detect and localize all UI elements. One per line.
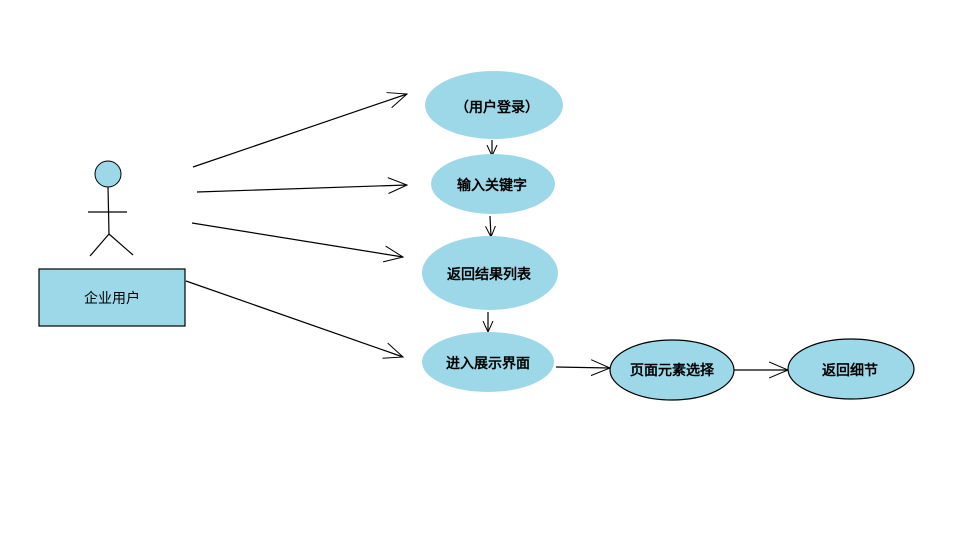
- actor-label: 企业用户: [84, 290, 140, 306]
- flow-display-select: [555, 367, 610, 368]
- use-case-detail[interactable]: 返回细节: [787, 338, 915, 400]
- actor-leg-left: [89, 233, 110, 257]
- use-case-login[interactable]: （用户登录）: [425, 71, 563, 139]
- actor-body: [107, 186, 110, 235]
- use-case-label: 返回细节: [822, 362, 878, 378]
- assoc-results: [191, 222, 403, 257]
- use-case-label: 页面元素选择: [630, 362, 715, 378]
- assoc-keyword: [196, 185, 407, 192]
- flow-keyword-results: [490, 215, 491, 237]
- use-case-label: 进入展示界面: [446, 355, 530, 371]
- use-case-label: 输入关键字: [457, 177, 527, 193]
- actor-head: [94, 160, 122, 188]
- actor-leg-right: [108, 233, 134, 256]
- assoc-display: [185, 280, 403, 357]
- use-case-label: 返回结果列表: [447, 266, 532, 282]
- use-case-results[interactable]: 返回结果列表: [422, 236, 558, 310]
- use-case-select[interactable]: 页面元素选择: [609, 339, 735, 401]
- actor-box[interactable]: [38, 268, 186, 327]
- assoc-login: [192, 94, 407, 168]
- actor-figure: [88, 160, 134, 257]
- use-case-display[interactable]: 进入展示界面: [422, 332, 554, 392]
- use-case-label: （用户登录）: [455, 99, 539, 115]
- use-case-keyword[interactable]: 输入关键字: [431, 154, 555, 214]
